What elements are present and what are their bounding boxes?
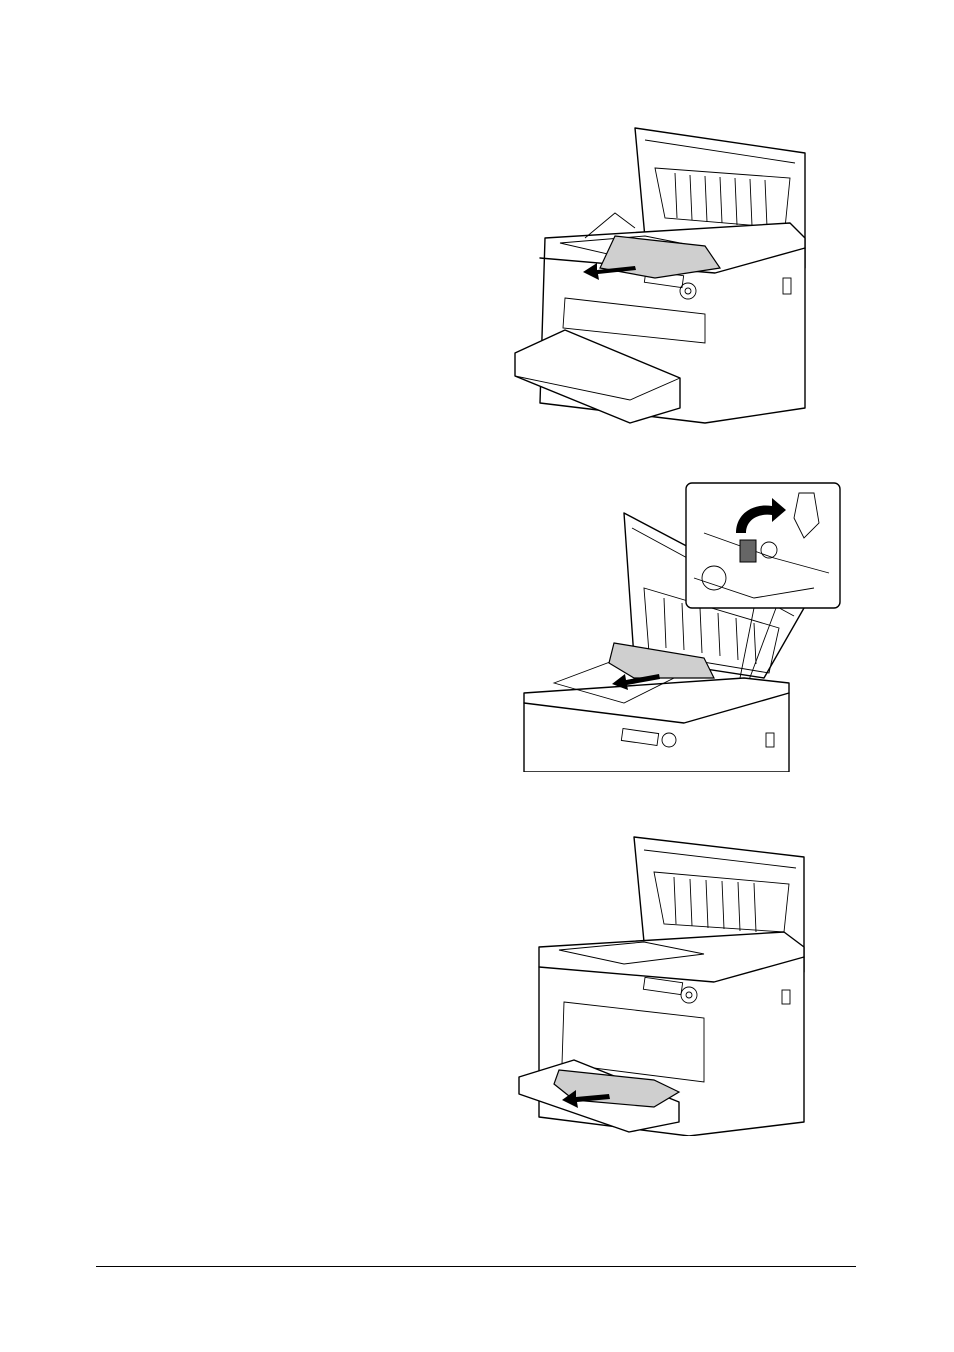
- printer-remove-paper-tray-illustration: [514, 832, 816, 1136]
- footer-rule: [96, 1266, 856, 1267]
- printer-fuser-lever-illustration: [514, 478, 846, 772]
- printer-remove-jammed-paper-illustration: [505, 118, 815, 430]
